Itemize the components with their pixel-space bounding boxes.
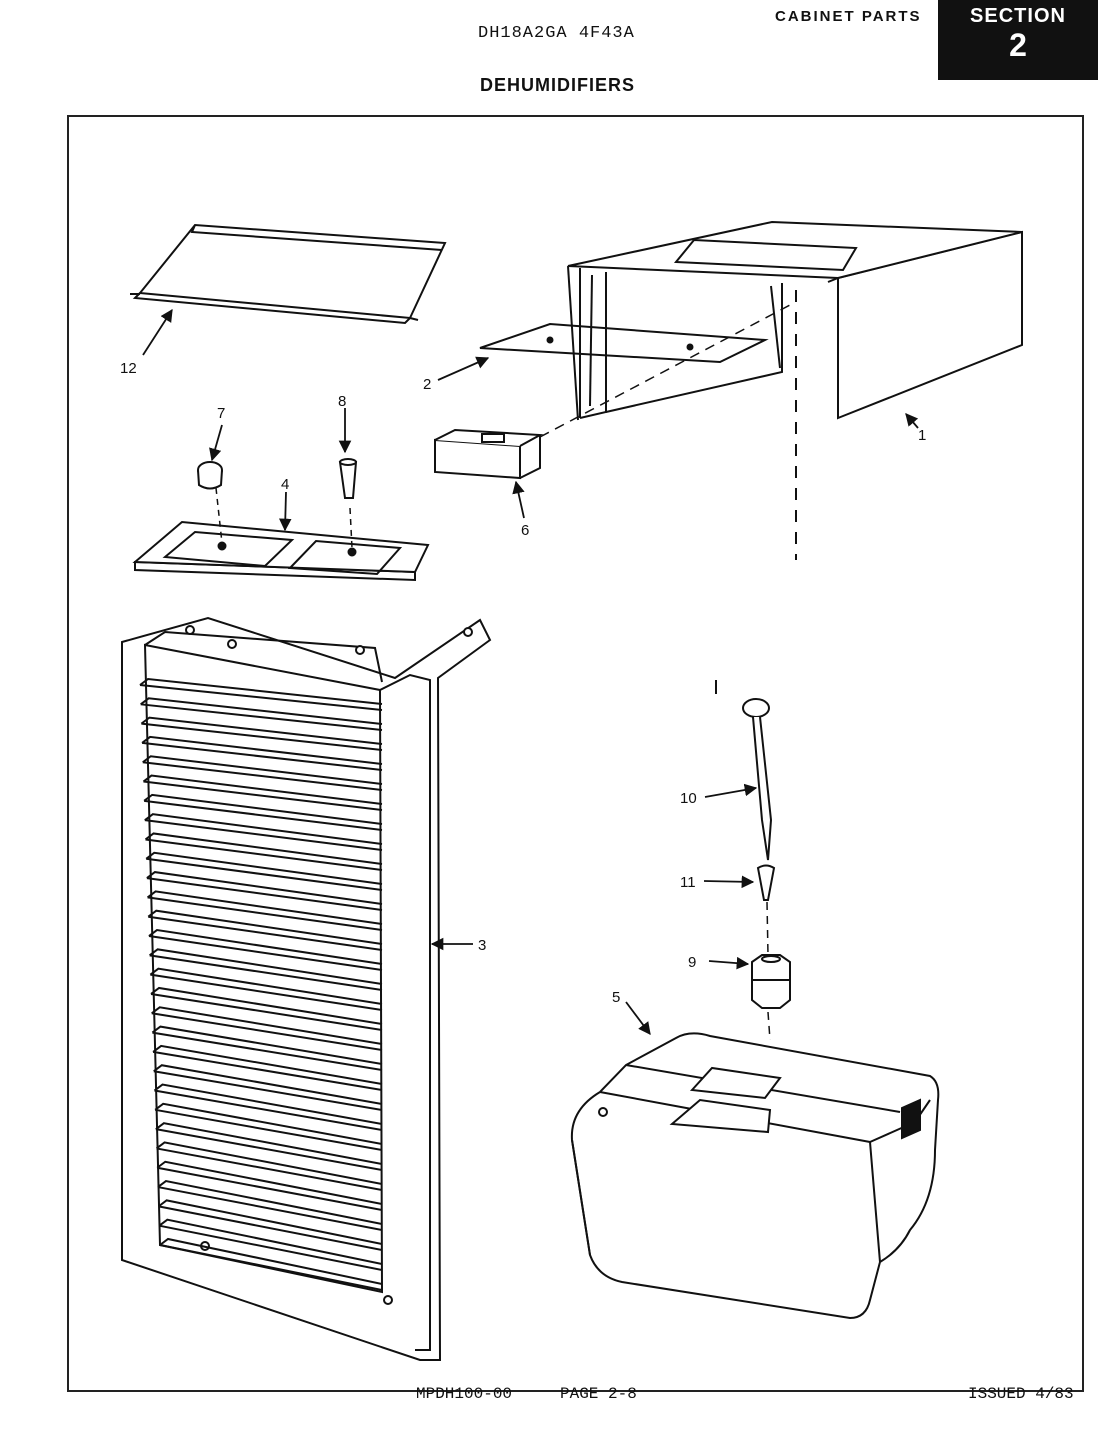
grille-slats — [139, 677, 383, 1291]
grille-slat — [141, 735, 383, 771]
grille-slat — [146, 890, 383, 931]
grille-slat — [153, 1083, 383, 1131]
grille-slat — [158, 1218, 383, 1271]
part-label-10: 10 — [680, 790, 697, 807]
part-label-12: 12 — [120, 360, 137, 377]
grille-slat — [142, 774, 383, 811]
grille-slat — [153, 1064, 383, 1111]
top-plate-part — [479, 322, 769, 364]
part-label-11: 11 — [680, 874, 696, 891]
cabinet-parts-label: CABINET PARTS — [775, 8, 922, 25]
top-grille-part — [130, 223, 447, 325]
grille-slat — [155, 1141, 383, 1191]
grille-slat — [151, 1025, 383, 1071]
section-box: SECTION 2 — [938, 0, 1098, 80]
part-label-7: 7 — [217, 405, 225, 422]
grille-slat — [158, 1199, 383, 1251]
water-bucket-part — [570, 1032, 940, 1320]
footer-doc-number: MPDH100-00 — [416, 1385, 513, 1403]
grille-slat — [154, 1102, 383, 1151]
leader-line-6 — [539, 304, 791, 438]
footer-page-number: PAGE 2-8 — [560, 1385, 637, 1403]
grille-slat — [148, 928, 383, 971]
diagram-frame — [67, 115, 1084, 1392]
leader-line-5 — [767, 1011, 771, 1041]
push-button-part — [338, 458, 358, 499]
part-label-2: 2 — [423, 376, 431, 393]
grille-slat — [149, 948, 383, 991]
part-label-6: 6 — [521, 522, 529, 539]
grille-slat — [144, 813, 383, 851]
grille-slat — [145, 851, 383, 891]
float-rod-part — [742, 698, 773, 861]
section-number: 2 — [1009, 27, 1027, 63]
grille-slat — [146, 871, 383, 911]
float-tip-part — [756, 864, 776, 901]
grille-slat — [142, 755, 383, 791]
switch-bracket-part — [434, 428, 544, 480]
control-panel-part — [132, 520, 430, 582]
part-label-1: 1 — [918, 427, 926, 444]
grille-slat — [144, 832, 383, 871]
part-label-3: 3 — [478, 937, 486, 954]
knob-part — [197, 461, 223, 490]
section-word: SECTION — [970, 5, 1066, 27]
grille-slat — [143, 793, 383, 831]
page-title: DEHUMIDIFIERS — [480, 75, 636, 95]
cabinet-shell-part — [567, 220, 1023, 694]
pointer-arrows — [142, 308, 919, 1036]
grille-slat — [155, 1122, 383, 1171]
leader-line-8 — [349, 507, 353, 549]
part-label-9: 9 — [688, 954, 696, 971]
model-number: DH18A2GA 4F43A — [478, 24, 635, 43]
part-label-4: 4 — [281, 476, 289, 493]
grille-slat — [147, 909, 383, 951]
float-holder-part — [751, 954, 791, 1009]
grille-slat — [156, 1160, 383, 1211]
grille-slat — [159, 1237, 383, 1291]
grille-slat — [149, 967, 383, 1011]
grille-slat — [152, 1044, 383, 1091]
grille-slat — [151, 1006, 383, 1051]
footer-issued-date: ISSUED 4/83 — [968, 1385, 1074, 1403]
grille-slat — [157, 1180, 383, 1231]
part-label-5: 5 — [612, 989, 620, 1006]
grille-slat — [140, 697, 383, 731]
leader-line-9 — [766, 901, 769, 956]
part-label-8: 8 — [338, 393, 346, 410]
grille-slat — [139, 677, 383, 711]
grille-slat — [140, 716, 383, 751]
leader-line-7 — [215, 487, 223, 544]
grille-slat — [150, 986, 383, 1031]
